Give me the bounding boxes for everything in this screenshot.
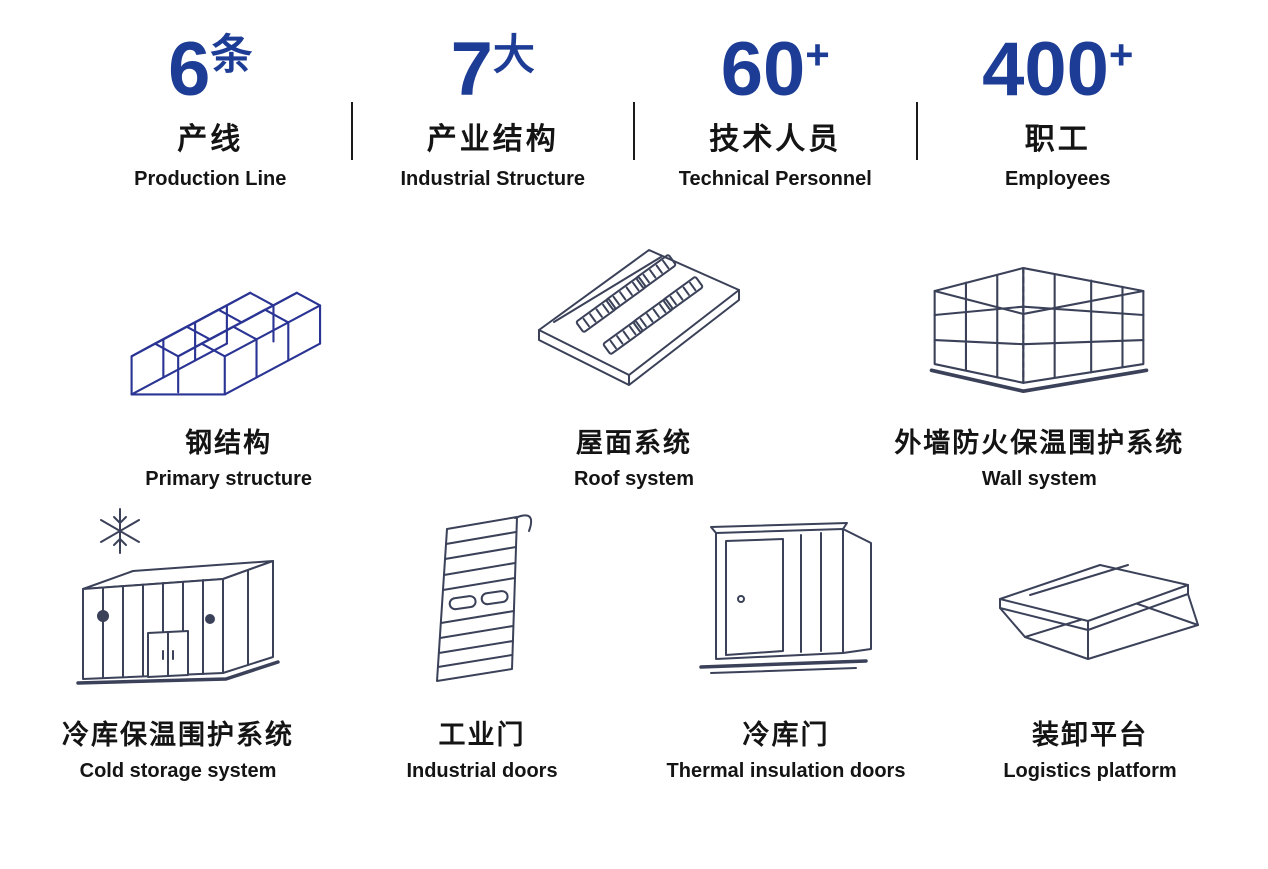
stat-unit: +	[805, 31, 830, 78]
stat-unit: 条	[210, 31, 253, 78]
product-label-cn: 冷库门	[742, 720, 830, 751]
stat-technical-personnel: 60 + 技术人员 Technical Personnel	[635, 27, 916, 191]
product-label-en: Wall system	[981, 468, 1097, 491]
roof-system-icon	[514, 217, 754, 405]
stat-number: 7	[450, 27, 493, 112]
product-industrial-door: 工业门 Industrial doors	[330, 509, 634, 783]
stat-number: 60	[720, 27, 806, 112]
steel-structure-icon	[111, 217, 347, 405]
stat-unit: +	[1108, 31, 1134, 78]
product-label-en: Industrial doors	[406, 760, 558, 783]
stat-employees: 400 + 职工 Employees	[918, 27, 1199, 191]
stat-value: 400 +	[982, 27, 1134, 112]
cold-storage-icon	[58, 508, 298, 697]
stat-label-cn: 技术人员	[709, 123, 842, 157]
stat-label-en: Industrial Structure	[400, 168, 585, 191]
product-label-cn: 屋面系统	[575, 428, 692, 459]
industrial-door-icon	[367, 509, 597, 697]
stat-number: 400	[982, 27, 1109, 112]
stat-industrial-structure: 7 大 产业结构 Industrial Structure	[353, 27, 634, 191]
product-label-en: Cold storage system	[79, 760, 277, 783]
product-thermal-insulation-door: 冷库门 Thermal insulation doors	[634, 509, 938, 783]
product-label-en: Logistics platform	[1003, 760, 1177, 783]
stat-production-line: 6 条 产线 Production Line	[70, 27, 351, 191]
stat-label-cn: 产线	[177, 123, 244, 157]
product-label-en: Roof system	[573, 468, 694, 491]
stat-label-en: Technical Personnel	[678, 168, 872, 191]
product-label-en: Primary structure	[145, 468, 313, 491]
product-label-cn: 工业门	[438, 720, 526, 751]
stat-value: 60 +	[720, 27, 830, 112]
thermal-insulation-door-icon	[671, 509, 901, 697]
product-label-cn: 外墙防火保温围护系统	[894, 428, 1185, 459]
logistics-platform-icon	[970, 509, 1210, 697]
product-label-en: Thermal insulation doors	[666, 760, 906, 783]
stat-divider	[633, 101, 635, 160]
product-logistics-platform: 装卸平台 Logistics platform	[938, 509, 1242, 783]
stat-number: 6	[168, 27, 211, 112]
stat-value: 6 条	[168, 27, 253, 112]
product-label-cn: 钢结构	[185, 428, 273, 459]
product-row-1: 钢结构 Primary structure 屋面系统 Roof system	[0, 217, 1268, 491]
product-cold-storage: 冷库保温围护系统 Cold storage system	[26, 508, 330, 783]
wall-system-icon	[919, 217, 1159, 405]
stat-label-en: Employees	[1004, 168, 1111, 191]
product-steel-structure: 钢结构 Primary structure	[26, 217, 431, 491]
product-label-cn: 装卸平台	[1032, 720, 1148, 751]
stat-divider	[915, 101, 918, 160]
product-row-2: 冷库保温围护系统 Cold storage system	[0, 508, 1268, 783]
stat-divider	[350, 101, 353, 160]
product-label-cn: 冷库保温围护系统	[62, 720, 294, 751]
stat-label-cn: 职工	[1024, 123, 1091, 157]
stats-band: 6 条 产线 Production Line 7 大 产业结构 Industri…	[0, 0, 1268, 191]
stat-label-cn: 产业结构	[426, 123, 559, 157]
product-roof-system: 屋面系统 Roof system	[431, 217, 836, 491]
stat-value: 7 大	[450, 27, 535, 112]
stat-unit: 大	[492, 31, 535, 78]
stat-label-en: Production Line	[134, 168, 287, 191]
product-wall-system: 外墙防火保温围护系统 Wall system	[837, 217, 1242, 491]
